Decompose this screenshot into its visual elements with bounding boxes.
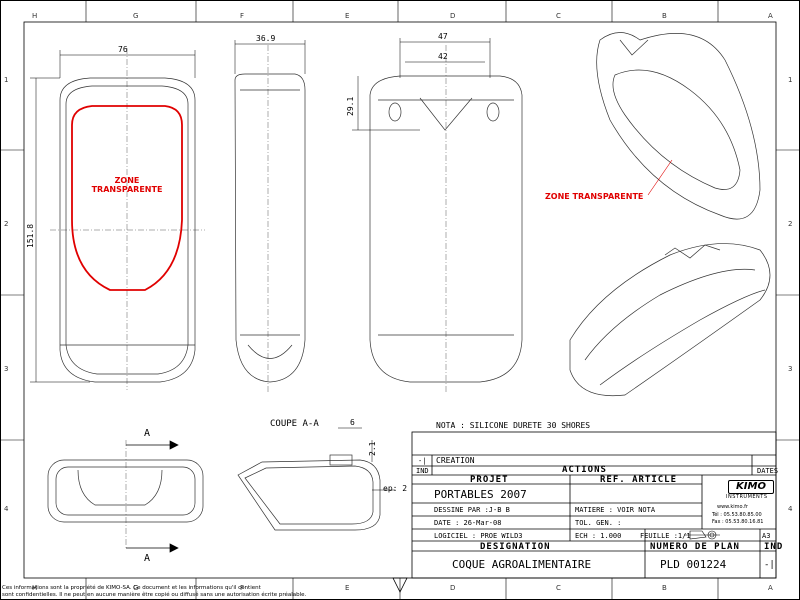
section-marker-bottom: A: [144, 553, 151, 564]
projection-symbol: [684, 530, 720, 540]
side-view: [234, 45, 306, 392]
frame-label-right-3: 3: [788, 365, 793, 373]
iso-view-bottom: [569, 243, 771, 397]
frame-label-top-a: A: [768, 12, 773, 20]
frame-label-top-c: C: [556, 12, 561, 20]
frame-label-top-d: D: [450, 12, 456, 20]
dim-back-outer: 47: [438, 32, 448, 41]
frame-label-left-2: 2: [4, 220, 9, 228]
iso-zone-label: ZONE TRANSPARENTE: [545, 192, 644, 201]
matiere-value: MATIERE : VOIR NOTA: [575, 506, 656, 514]
frame-label-left-4: 4: [4, 505, 9, 513]
dim-front-height: 151.8: [26, 223, 35, 248]
ind-label-2: IND: [764, 542, 784, 552]
ref-article-label: REF. ARTICLE: [600, 475, 678, 485]
designation-label: DESIGNATION: [480, 542, 551, 552]
ind-label: IND: [416, 467, 429, 475]
back-view: [369, 45, 523, 392]
frame-label-right-2: 2: [788, 220, 793, 228]
nota-text: NOTA : SILICONE DURETE 30 SHORES: [436, 421, 591, 430]
frame-label-bottom-a: A: [768, 584, 773, 592]
dim-back-height: 29.1: [346, 96, 355, 116]
confidentiality-line-1: Ces informations sont la propriété de KI…: [2, 585, 261, 591]
front-view: [50, 48, 205, 390]
kimo-logo: KIMO: [728, 480, 774, 494]
iso-view-top: [596, 32, 761, 220]
section-marker-top: A: [144, 428, 151, 439]
format-value: A3: [762, 532, 771, 540]
section-dim-lines: [338, 427, 395, 491]
frame-label-right-4: 4: [788, 505, 793, 513]
numero-plan-label: NUMERO DE PLAN: [650, 542, 740, 552]
title-block-lines: [411, 431, 777, 579]
frame-label-top-f: F: [240, 12, 245, 20]
zone-leader: [647, 159, 673, 196]
section-arrows: [126, 440, 179, 553]
confidentiality-line-2: sont confidentielles. Il ne peut en aucu…: [2, 592, 307, 598]
frame-label-left-3: 3: [4, 365, 9, 373]
dim-back-inner: 42: [438, 52, 448, 61]
tol-gen: TOL. GEN. :: [575, 519, 622, 527]
frame-label-bottom-h: H: [32, 584, 38, 592]
frame-label-bottom-g: G: [133, 584, 139, 592]
date-value: DATE : 26-Mar-08: [434, 519, 502, 527]
dim-front-width: 76: [118, 45, 128, 54]
front-transparent-zone: [71, 105, 183, 291]
revision-text: CREATION: [436, 456, 475, 465]
ech-value: ECH : 1.000: [575, 532, 622, 540]
actions-label: ACTIONS: [562, 465, 607, 475]
front-zone-label: ZONE TRANSPARENTE: [91, 176, 163, 194]
projet-value: PORTABLES 2007: [434, 488, 527, 501]
section-title: COUPE A-A: [270, 419, 319, 429]
designation-value: COQUE AGROALIMENTAIRE: [452, 558, 592, 571]
dim-side-depth: 36.9: [256, 34, 276, 43]
front-dim-lines: [30, 50, 196, 383]
frame-label-top-g: G: [133, 12, 139, 20]
back-dim-lines: [352, 38, 491, 131]
logiciel-value: LOGICIEL : PROE WILD3: [434, 532, 523, 540]
dates-label: DATES: [757, 467, 779, 475]
kimo-fax: Fax : 05.53.80.16.81: [712, 519, 764, 525]
ind-value: -|: [764, 560, 775, 570]
frame-label-bottom-f: F: [240, 584, 245, 592]
frame-label-bottom-b: B: [662, 584, 667, 592]
kimo-tel: Tél : 05.53.80.85.00: [712, 512, 762, 518]
numero-plan-value: PLD 001224: [660, 558, 727, 571]
revision-index: -|: [418, 457, 427, 465]
side-dim-lines: [234, 40, 306, 74]
feuille-value: FEUILLE :1/1: [640, 532, 691, 540]
kimo-web: www.kimo.fr: [717, 504, 748, 510]
frame-label-right-1: 1: [788, 76, 793, 84]
dessine-par: DESSINE PAR :J-B B: [434, 506, 510, 514]
kimo-subtitle: INSTRUMENTS: [726, 494, 768, 500]
frame-label-bottom-c: C: [556, 584, 561, 592]
frame-label-bottom-e: E: [345, 584, 350, 592]
projet-label: PROJET: [470, 475, 509, 485]
section-view: [237, 454, 381, 531]
frame-label-bottom-d: D: [450, 584, 456, 592]
dim-section-height: 2.1: [368, 441, 377, 456]
frame-label-left-1: 1: [4, 76, 9, 84]
dim-section-width: 6: [350, 418, 355, 427]
frame-label-top-b: B: [662, 12, 667, 20]
frame-label-top-e: E: [345, 12, 350, 20]
dim-section-thickness: ep: 2: [383, 484, 408, 493]
frame-label-top-h: H: [32, 12, 38, 20]
bottom-view: [47, 440, 204, 548]
